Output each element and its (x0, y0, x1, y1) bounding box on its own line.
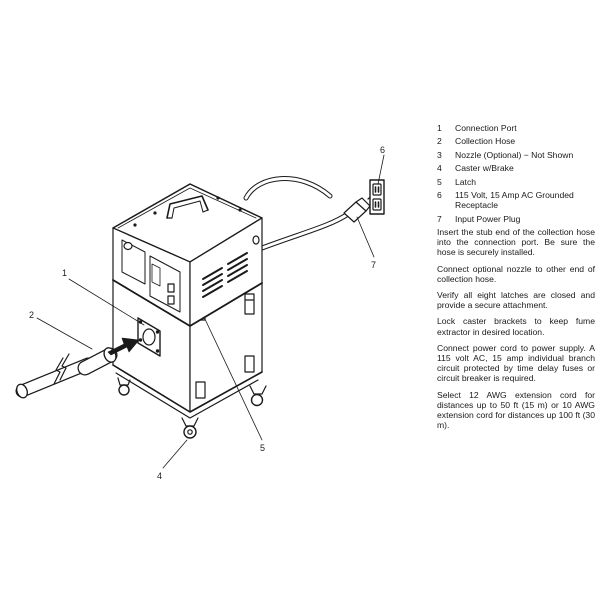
legend-item-number: 5 (437, 176, 442, 187)
instruction-paragraph: Insert the stub end of the collection ho… (437, 226, 595, 258)
legend-item: 2 Collection Hose (437, 136, 595, 146)
callout-2: 2 (29, 310, 34, 320)
legend-item-number: 7 (437, 213, 442, 224)
legend-item-number: 6 (437, 189, 442, 200)
side-vents (202, 252, 248, 298)
control-panel (121, 239, 181, 313)
instruction-paragraph: Lock caster brackets to keep fume extrac… (437, 316, 595, 337)
callout-1: 1 (62, 268, 67, 278)
insert-arrow (107, 337, 140, 356)
legend-panel: 1 Connection Port 2 Collection Hose 3 No… (437, 123, 595, 436)
cabinet-upper (112, 183, 263, 327)
legend-item: 4 Caster w/Brake (437, 163, 595, 173)
legend-item-text: 115 Volt, 15 Amp AC Grounded Receptacle (455, 189, 574, 211)
collection-hose (15, 347, 118, 399)
legend-item-number: 4 (437, 163, 442, 174)
instruction-paragraph: Connect power cord to power supply. A 11… (437, 342, 595, 384)
legend-item: 3 Nozzle (Optional) − Not Shown (437, 150, 595, 160)
caster-with-brake (117, 377, 267, 439)
instruction-paragraph: Verify all eight latches are closed and … (437, 289, 595, 311)
legend-item: 7 Input Power Plug (437, 214, 595, 224)
callout-7: 7 (371, 260, 376, 270)
leader-lines (36, 154, 385, 469)
legend-item: 1 Connection Port (437, 123, 595, 133)
carry-handle (166, 195, 209, 219)
callout-numbers: 1 2 4 5 6 7 (29, 145, 385, 481)
callout-6: 6 (380, 145, 385, 155)
instruction-paragraph: Connect optional nozzle to other end of … (437, 263, 595, 284)
legend-item: 6 115 Volt, 15 Amp AC Grounded Receptacl… (437, 190, 595, 210)
legend-item-text: Collection Hose (455, 136, 516, 147)
callout-4: 4 (157, 471, 162, 481)
setup-instructions: Insert the stub end of the collection ho… (437, 227, 595, 430)
power-cord (243, 176, 351, 251)
legend-item-text: Caster w/Brake (455, 163, 514, 174)
legend-item-number: 1 (437, 123, 442, 133)
legend-item-number: 3 (437, 149, 442, 160)
legend-item-text: Input Power Plug (455, 213, 521, 224)
wall-receptacle (369, 179, 385, 215)
legend-item-text: Latch (455, 176, 477, 187)
callout-5: 5 (260, 443, 265, 453)
legend-item: 5 Latch (437, 177, 595, 187)
instruction-paragraph: Select 12 AWG extension cord for distanc… (437, 389, 595, 431)
legend-item-number: 2 (437, 136, 442, 147)
legend-item-text: Nozzle (Optional) − Not Shown (455, 149, 574, 160)
legend-item-text: Connection Port (455, 123, 517, 133)
